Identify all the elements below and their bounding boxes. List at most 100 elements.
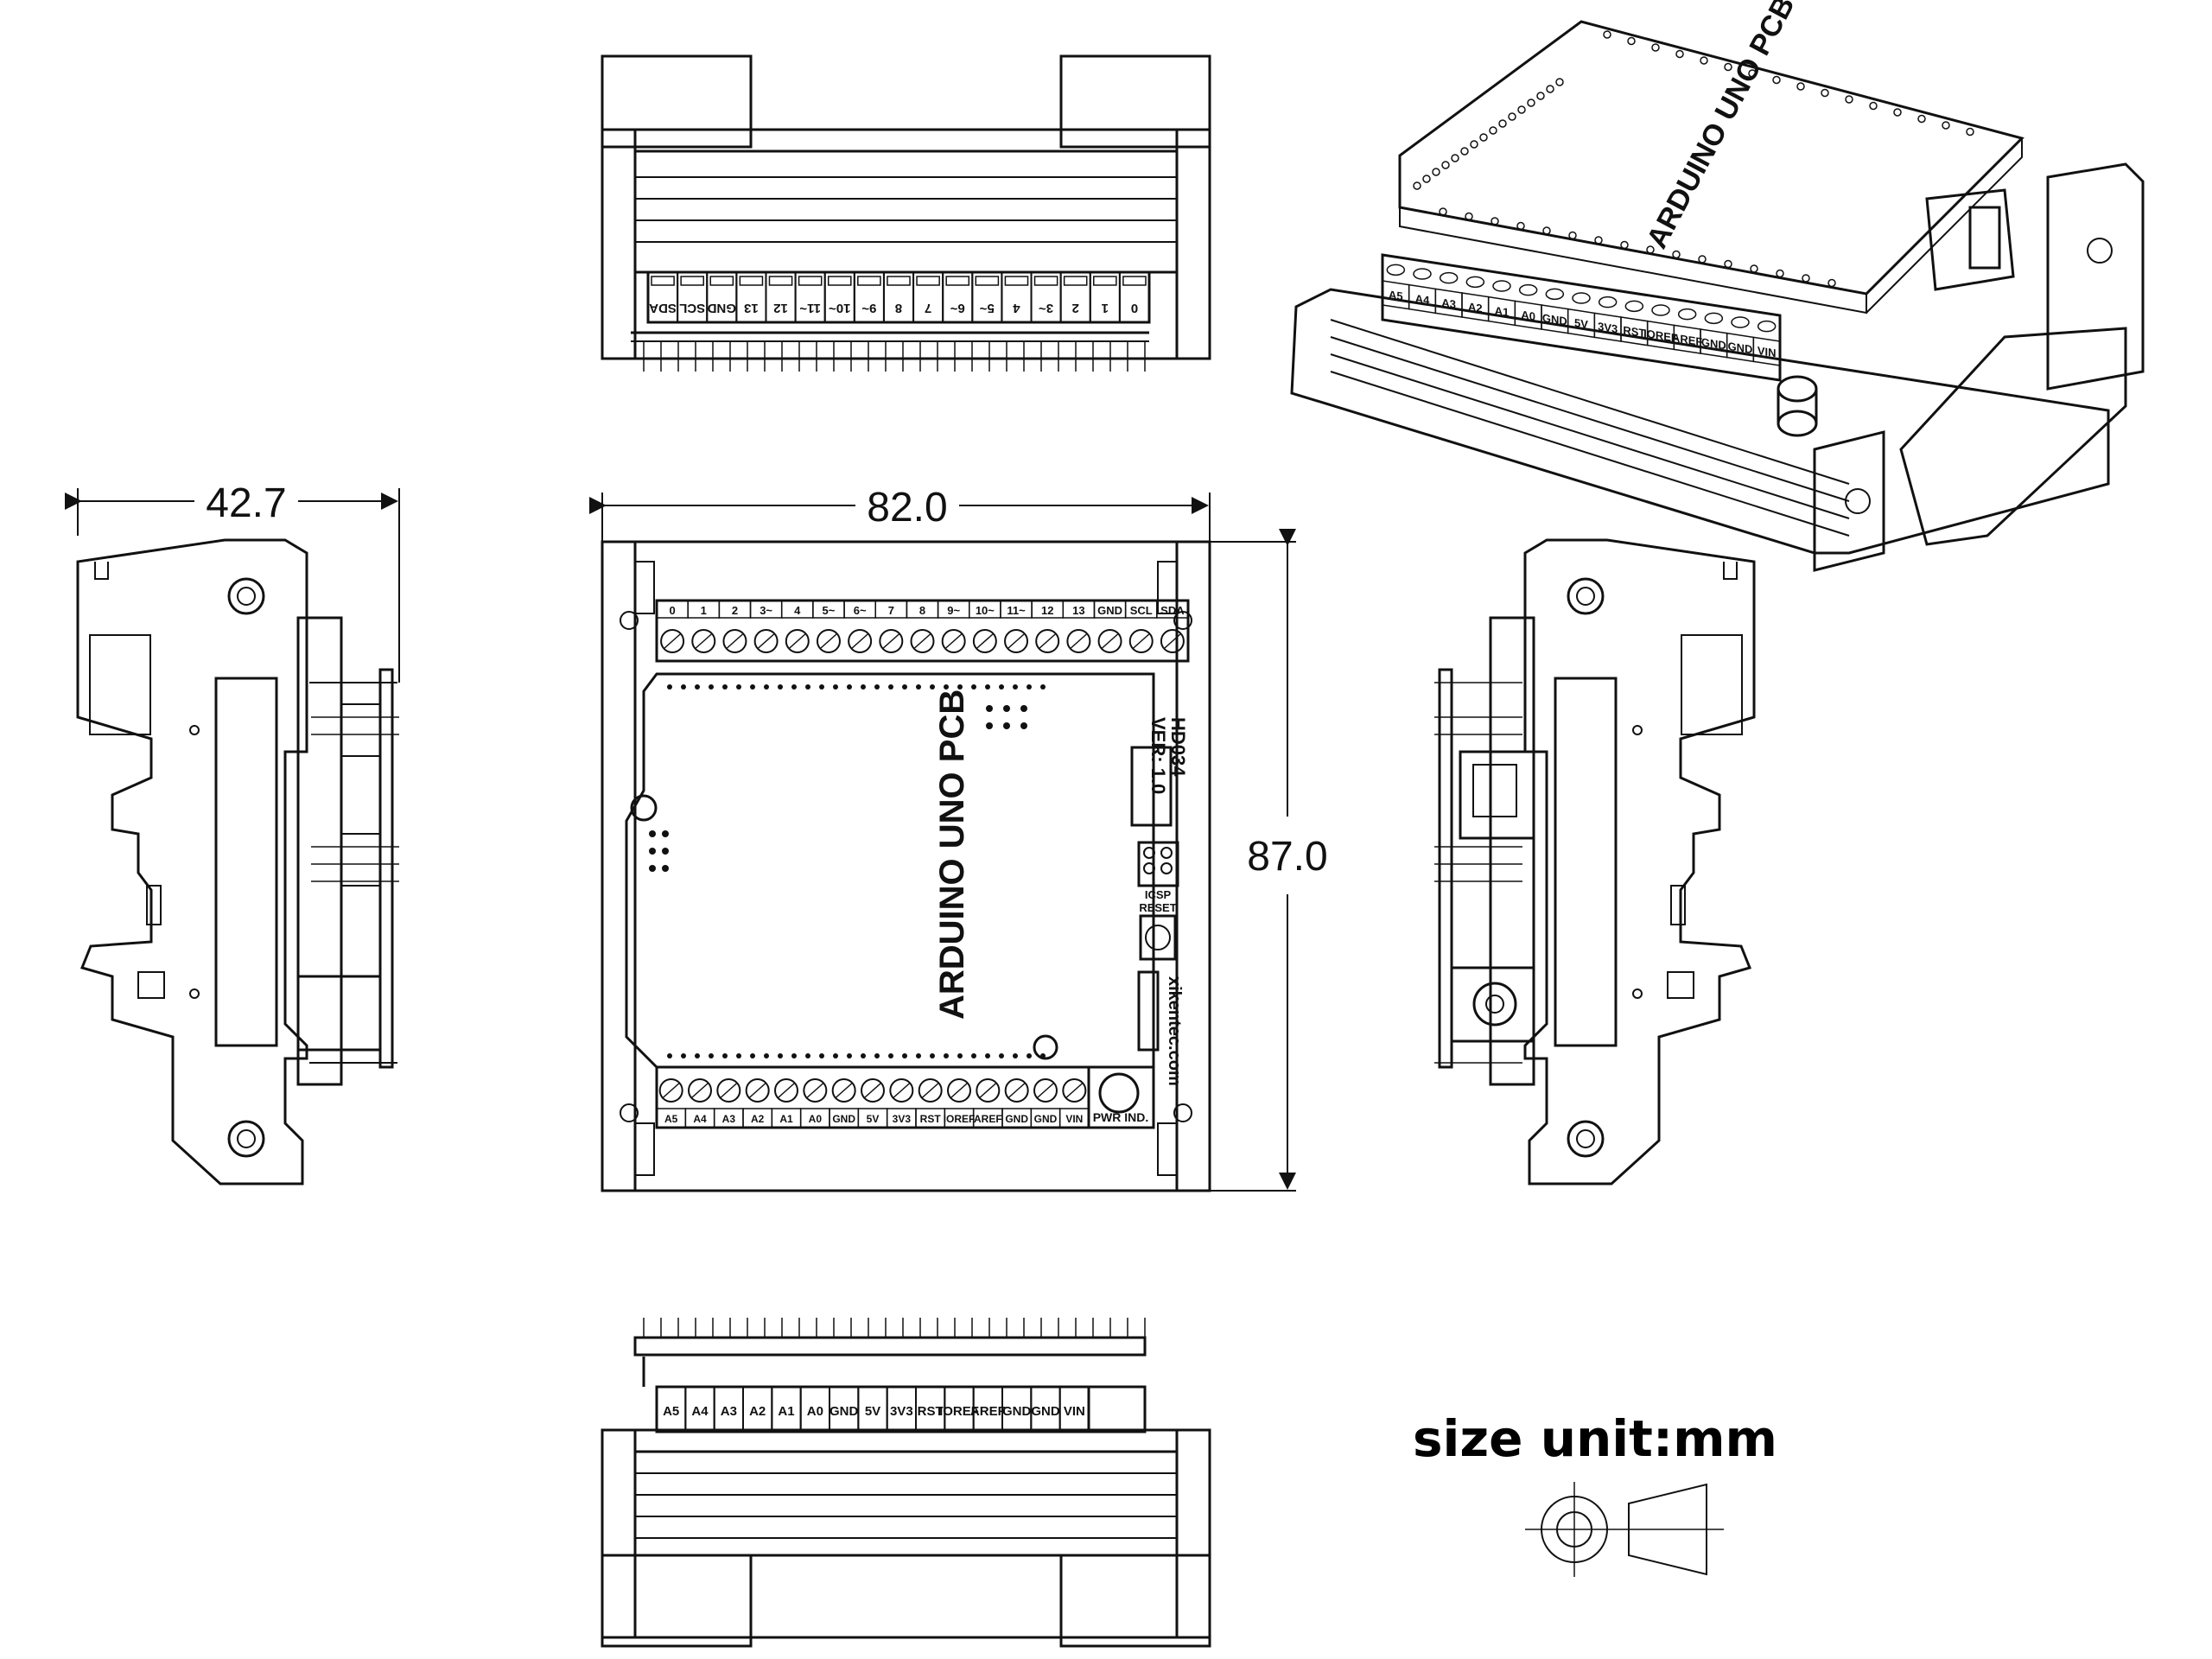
bottom-view-terminal-label: A1 [778,1404,794,1419]
screw-icon [1518,283,1538,296]
screw-icon [1731,316,1750,328]
bottom-terminal-label: A1 [779,1113,793,1125]
top-terminal-label: 6~ [854,604,867,617]
bottom-terminal-label: A5 [664,1113,678,1125]
top-view-terminal-label: 12 [773,301,788,315]
iso-terminal-label: 5V [1574,316,1588,331]
bottom-terminal-label: RST [920,1113,942,1125]
height-dimension: 87.0 [1247,834,1327,880]
bottom-terminal-label: GND [1034,1113,1058,1125]
screw-icon [848,629,873,653]
screw-icon [1572,292,1591,304]
width-dimension: 82.0 [867,485,947,531]
screw-icon [941,629,966,653]
screw-icon [1097,629,1122,653]
screw-icon [688,1078,712,1103]
bottom-view-terminal-label: 3V3 [890,1404,913,1419]
top-view-terminal-label: GND [707,301,736,315]
bottom-terminal-label: VIN [1065,1113,1083,1125]
screw-icon [831,1078,856,1103]
screw-icon [976,1078,1001,1103]
bottom-view-terminal-label: GND [1002,1404,1032,1419]
bottom-view-terminal-label: A0 [807,1404,823,1419]
bottom-view-terminal-label: RST [918,1404,944,1419]
bottom-terminal-label: GND [832,1113,855,1125]
iso-terminal-label: 3V3 [1598,320,1618,335]
screw-icon [816,629,841,653]
screw-icon [1004,629,1029,653]
screw-icon [1598,296,1618,308]
top-terminal-label: SCL [1130,604,1153,617]
iso-terminal-label: GND [1542,311,1567,327]
iso-terminal-label: A5 [1389,288,1403,302]
iso-terminal-label: RST [1623,323,1645,340]
screw-icon [910,629,935,653]
top-view-terminal-label: 3~ [1039,301,1053,315]
top-view-terminal-label: 5~ [980,301,995,315]
screw-icon [889,1078,914,1103]
iso-terminal-label: GND [1701,335,1726,352]
screw-icon [861,1078,885,1103]
iso-terminal-label: A0 [1521,308,1535,322]
screw-icon [1066,629,1091,653]
screw-icon [947,1078,971,1103]
board-name: ARDUINO UNO PCB [933,690,971,1020]
top-terminal-label: 0 [669,604,675,617]
top-terminal-label: 8 [919,604,925,617]
screw-icon [774,1078,798,1103]
iso-board-name: ARDUINO UNO PCB [1641,0,1802,254]
top-terminal-label: 4 [794,604,801,617]
top-terminal-label: 12 [1041,604,1053,617]
bottom-view-terminal-label: GND [1031,1404,1060,1419]
top-terminal-label: 13 [1072,604,1084,617]
bottom-terminal-label: A0 [809,1113,823,1125]
bottom-terminal-label: 3V3 [893,1113,912,1125]
top-terminal-label: 1 [701,604,707,617]
pwr-ind-label: PWR IND. [1093,1110,1149,1124]
iso-terminal-label: A1 [1495,304,1510,319]
bottom-terminal-label: A3 [722,1113,736,1125]
iso-terminal-label: GND [1728,340,1753,356]
bottom-terminal-label: 5V [867,1113,880,1125]
iso-terminal-label: IOREF [1643,327,1678,345]
screw-icon [1439,271,1459,284]
screw-icon [660,629,685,653]
iso-terminal-label: A3 [1441,296,1456,310]
bottom-view-terminal-label: 5V [865,1404,880,1419]
board-version: VER: 1.0 [1147,717,1169,794]
top-view-terminal-label: 0 [1131,301,1138,315]
screw-icon [1033,1078,1058,1103]
top-terminal-label: 7 [888,604,894,617]
top-view-terminal-label: 10~ [829,301,851,315]
screw-icon [716,1078,741,1103]
top-terminal-label: 3~ [760,604,772,617]
bottom-view-terminal-label: A2 [749,1404,766,1419]
icsp-label: ICSP [1145,888,1172,901]
bottom-view-terminal-label: GND [830,1404,859,1419]
screw-icon [722,629,747,653]
bottom-view-terminal-label: A5 [663,1404,679,1419]
bottom-terminal-label: IOREF [944,1113,976,1125]
top-terminal-label: SDA [1160,604,1185,617]
bottom-terminal-label: A4 [693,1113,707,1125]
top-view-terminal-label: 9~ [861,301,876,315]
top-view-terminal-label: 13 [744,301,759,315]
screw-icon [745,1078,770,1103]
screw-icon [1651,304,1670,316]
top-terminal-label: GND [1097,604,1122,617]
top-terminal-label: 10~ [976,604,995,617]
iso-terminal-label: A4 [1415,292,1430,308]
top-view-terminal-label: 2 [1072,301,1079,315]
screw-icon [1413,268,1432,280]
top-view-terminal-label: SDA [649,301,677,315]
bottom-terminal-label: A2 [751,1113,765,1125]
screw-icon [1128,629,1154,653]
top-terminal-label: 11~ [1007,604,1026,617]
iso-terminal-label: VIN [1758,344,1777,359]
unit-label: size unit:mm [1413,1409,1777,1468]
depth-dimension: 42.7 [206,480,286,526]
